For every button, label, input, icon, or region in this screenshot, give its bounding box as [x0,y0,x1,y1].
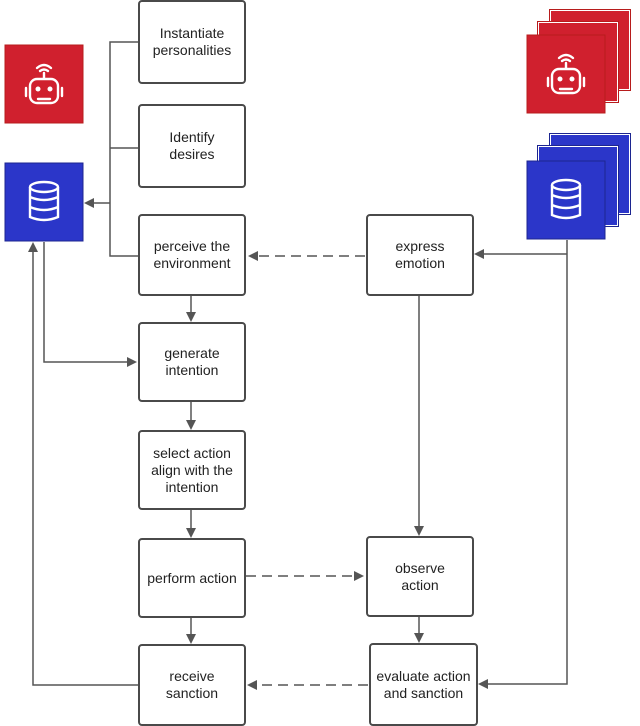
database-stack [526,134,640,242]
robot-icon [526,34,606,114]
evaluate-action-box: evaluate action and sanction [369,643,478,726]
perform-action-box: perform action [138,538,246,618]
evaluate-action-label: evaluate action and sanction [376,667,471,701]
database-icon [526,160,606,240]
perform-action-label: perform action [147,569,237,586]
perceive-environment-box: perceive the environment [138,214,246,296]
identify-desires-label: Identify desires [169,129,215,162]
robot-icon [4,44,84,124]
generate-intention-box: generate intention [138,322,246,402]
arrow-rightdb-to-evaluate [478,240,568,689]
receive-sanction-box: receive sanction [138,644,246,726]
database-icon [4,162,84,242]
express-emotion-label: express emotion [395,238,445,271]
perceive-environment-label: perceive the environment [153,238,231,271]
instantiate-personalities-label: Instantiate personalities [152,25,232,58]
select-action-label: select action align with the intention [151,444,233,495]
robot-stack [526,10,640,114]
arrow-receive-to-db [28,242,138,686]
identify-desires-box: Identify desires [138,104,246,188]
receive-sanction-label: receive sanction [165,668,219,701]
observe-action-box: observe action [366,536,474,617]
generate-intention-label: generate intention [164,345,220,378]
bracket-line [109,41,138,257]
arrow-db-to-generate [43,242,137,367]
select-action-box: select action align with the intention [138,430,246,510]
instantiate-personalities-box: Instantiate personalities [138,0,246,84]
observe-action-label: observe action [395,559,445,593]
express-emotion-box: express emotion [366,214,474,296]
